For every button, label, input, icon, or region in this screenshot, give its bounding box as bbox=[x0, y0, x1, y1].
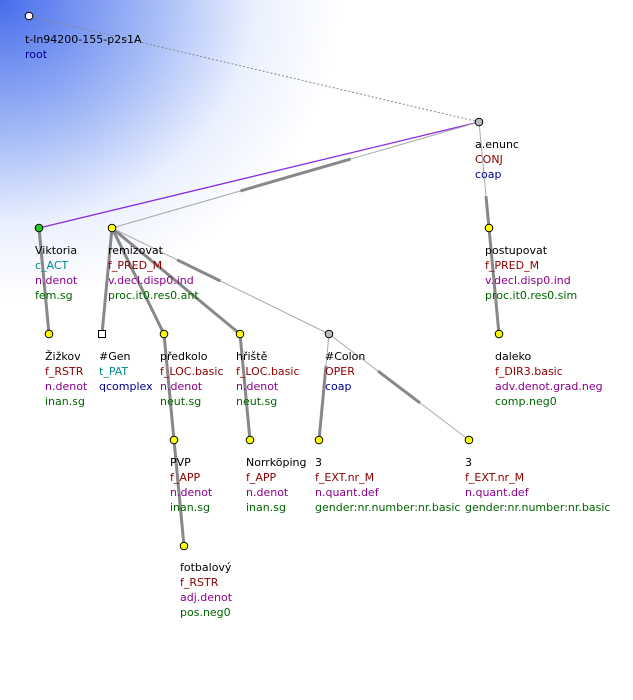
edge-hriste-norrkoping bbox=[238, 333, 252, 441]
node-label-pvp: PVP f_APP n.denot inan.sg bbox=[170, 456, 213, 514]
edge-remizovat-hriste bbox=[111, 226, 241, 336]
node-pvp[interactable] bbox=[169, 435, 179, 445]
node-label-gen: #Gen t_PAT qcomplex bbox=[99, 350, 153, 393]
node-enunc[interactable] bbox=[474, 117, 484, 127]
node-label-three-2: 3 f_EXT.nr_M n.quant.def gender:nr.numbe… bbox=[465, 456, 611, 514]
node-gen[interactable] bbox=[98, 330, 106, 338]
node-zizkov[interactable] bbox=[44, 329, 54, 339]
edge-pvp-fotbalovy bbox=[172, 439, 186, 547]
node-viktoria[interactable] bbox=[34, 223, 44, 233]
edge-predkolo-pvp bbox=[162, 333, 176, 441]
root-label: t-ln94200-155-p2s1A root bbox=[25, 32, 141, 62]
edge-remizovat-gen bbox=[100, 227, 114, 335]
node-label-postupovat: postupovat f_PRED_M v.decl.disp0.ind pro… bbox=[485, 244, 578, 302]
edge-remizovat-predkolo bbox=[110, 227, 166, 335]
node-colon[interactable] bbox=[324, 329, 334, 339]
node-label-hriste: hřiště f_LOC.basic n.denot neut.sg bbox=[236, 350, 300, 408]
node-label-colon: #Colon OPER coap bbox=[325, 350, 366, 393]
edge-enunc-postupovat-mid bbox=[484, 196, 491, 229]
node-label-three-1: 3 f_EXT.nr_M n.quant.def gender:nr.numbe… bbox=[315, 456, 461, 514]
node-hriste[interactable] bbox=[235, 329, 245, 339]
edge-colon-three2-mid bbox=[377, 369, 421, 405]
node-label-fotbalovy: fotbalový f_RSTR adj.denot pos.neg0 bbox=[180, 561, 233, 619]
node-three1[interactable] bbox=[314, 435, 324, 445]
edge-enunc-remizovat-mid bbox=[240, 157, 351, 193]
node-postupovat[interactable] bbox=[484, 223, 494, 233]
root-id: t-ln94200-155-p2s1A bbox=[25, 33, 142, 46]
node-label-enunc: a.enunc CONJ coap bbox=[475, 138, 519, 181]
edge-postupovat-daleko bbox=[487, 227, 501, 335]
node-label-zizkov: Žižkov f_RSTR n.denot inan.sg bbox=[45, 350, 88, 408]
node-three2[interactable] bbox=[464, 435, 474, 445]
edge-root-enunc bbox=[28, 15, 480, 123]
node-label-viktoria: Viktoria c_ACT n.denot fem.sg bbox=[35, 244, 78, 302]
edge-enunc-viktoria bbox=[38, 121, 480, 229]
node-label-predkolo: předkolo f_LOC.basic n.denot neut.sg bbox=[160, 350, 224, 408]
node-root[interactable] bbox=[24, 11, 34, 21]
edge-colon-three1-mid bbox=[317, 365, 328, 441]
node-daleko[interactable] bbox=[494, 329, 504, 339]
node-remizovat[interactable] bbox=[107, 223, 117, 233]
node-label-norrkoping: Norrköping f_APP n.denot inan.sg bbox=[246, 456, 307, 514]
node-predkolo[interactable] bbox=[159, 329, 169, 339]
edge-viktoria-zizkov bbox=[37, 227, 51, 335]
edge-remizovat-colon-mid bbox=[176, 258, 222, 283]
node-norrkoping[interactable] bbox=[245, 435, 255, 445]
root-type: root bbox=[25, 48, 48, 61]
node-label-remizovat: remizovat f_PRED_M v.decl.disp0.ind proc… bbox=[108, 244, 199, 302]
node-fotbalovy[interactable] bbox=[179, 541, 189, 551]
node-label-daleko: daleko f_DIR3.basic adv.denot.grad.neg c… bbox=[495, 350, 603, 408]
